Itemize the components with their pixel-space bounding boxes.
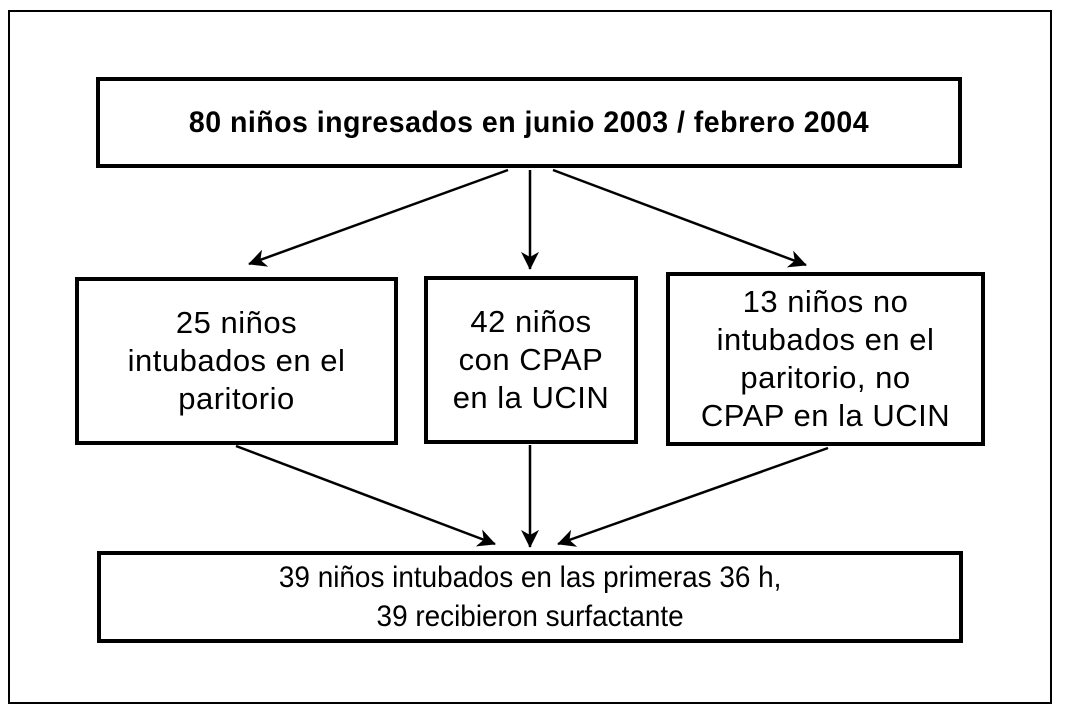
node-cpap-nicu: 42 niños con CPAP en la UCIN [424,276,638,444]
node-text-line: 25 niños [175,305,298,340]
node-text-line: intubados en el [716,322,935,357]
node-text-line: paritorio, no [740,360,911,395]
node-admitted-total: 80 niños ingresados en junio 2003 / febr… [96,77,962,168]
node-text-line: paritorio [178,381,295,416]
node-text-line: 39 recibieron surfactante [376,600,684,633]
node-text-line: 39 niños intubados en las primeras 36 h, [278,561,782,594]
node-not-intubated-no-cpap: 13 niños no intubados en el paritorio, n… [666,272,985,446]
figure-border [8,10,1052,704]
node-intubated-delivery-room: 25 niños intubados en el paritorio [75,277,398,445]
node-intubated-36h-surfactant: 39 niños intubados en las primeras 36 h,… [97,551,963,643]
node-text-line: 42 niños [470,304,592,339]
node-text-line: intubados en el [127,343,346,378]
node-text-line: 80 niños ingresados en junio 2003 / febr… [188,105,870,139]
node-text-line: 13 niños no [742,284,909,319]
node-text-line: con CPAP [458,342,604,377]
node-text-line: en la UCIN [452,380,610,415]
node-text-line: CPAP en la UCIN [700,398,951,433]
